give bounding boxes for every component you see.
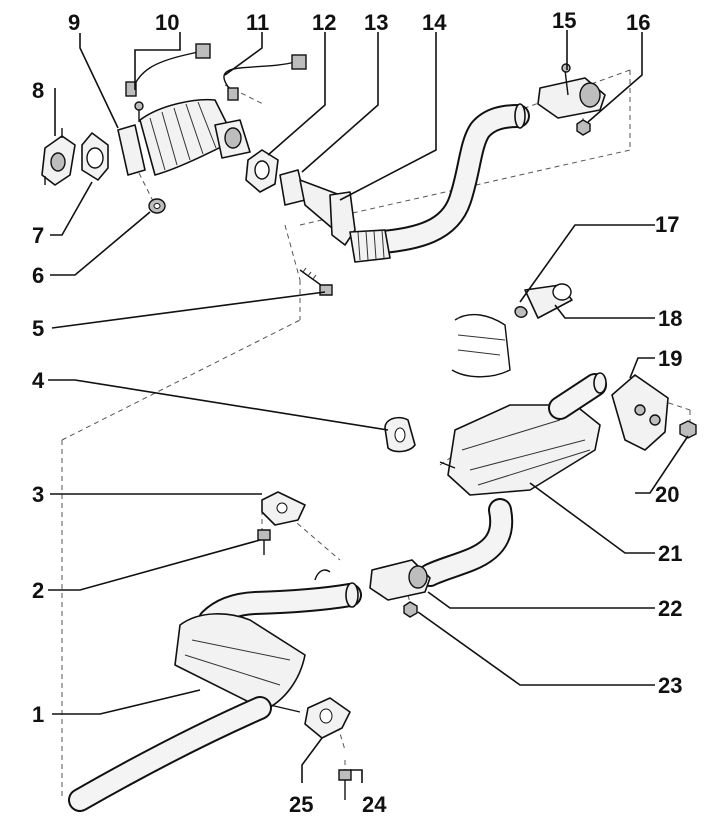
callout-11: 11 [246, 10, 269, 35]
callout-19: 19 [658, 346, 682, 371]
callout-12: 12 [312, 10, 336, 35]
rear-muffler [439, 372, 607, 496]
pipe-clamp-front [537, 63, 606, 119]
nut [148, 198, 166, 214]
lambda-sensor-upper [125, 43, 211, 97]
center-muffler [68, 569, 362, 812]
callout-22: 22 [658, 596, 682, 621]
callout-1: 1 [32, 702, 44, 727]
callout-14: 14 [422, 10, 447, 35]
rear-hanger-bolt [338, 769, 352, 800]
clamp-nut [576, 119, 591, 136]
callout-21: 21 [658, 541, 682, 566]
hanger-bracket [611, 374, 669, 451]
gasket-front [81, 132, 109, 181]
front-pipe-bracket [279, 169, 356, 246]
front-pipe [349, 103, 530, 263]
callout-20: 20 [655, 482, 679, 507]
flange-with-studs [41, 128, 76, 186]
callout-2: 2 [32, 578, 44, 603]
callout-6: 6 [32, 263, 44, 288]
callout-23: 23 [658, 673, 682, 698]
callout-8: 8 [32, 78, 44, 103]
callout-24: 24 [362, 792, 387, 817]
callout-25: 25 [289, 792, 313, 817]
rear-clamp-nut [403, 601, 418, 618]
leader-lines [48, 30, 689, 783]
gasket-rear [245, 149, 279, 193]
callout-7: 7 [32, 223, 44, 248]
hanger-bolt [257, 529, 271, 555]
tailpipe-inset [451, 283, 573, 378]
hanger-clamp [261, 491, 306, 526]
callout-16: 16 [626, 10, 650, 35]
callout-5: 5 [32, 316, 44, 341]
callout-labels: 9 10 11 12 13 14 15 16 8 7 6 5 17 18 4 1… [32, 8, 682, 817]
bracket-nut [679, 420, 697, 439]
callout-9: 9 [68, 10, 80, 35]
rubber-mount [384, 416, 416, 453]
callout-18: 18 [658, 306, 682, 331]
callout-15: 15 [552, 8, 576, 33]
bolt [299, 267, 333, 296]
callout-3: 3 [32, 482, 44, 507]
catalytic-converter [117, 98, 251, 176]
rear-hanger-clamp [269, 697, 351, 739]
callout-10: 10 [155, 10, 179, 35]
lambda-sensor-lower [223, 54, 307, 101]
pipe-clamp-rear [369, 559, 431, 601]
intermediate-pipe [418, 498, 514, 587]
callout-4: 4 [32, 368, 45, 393]
callout-13: 13 [364, 10, 388, 35]
callout-17: 17 [655, 212, 679, 237]
